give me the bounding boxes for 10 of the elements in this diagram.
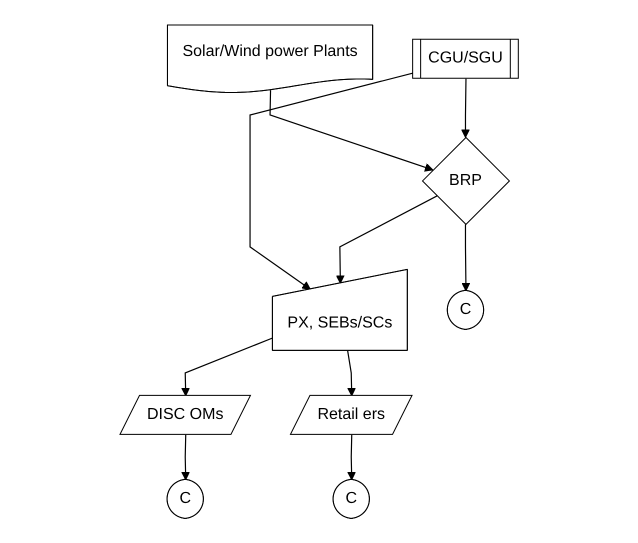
arrow <box>181 337 273 396</box>
arrow <box>249 72 414 290</box>
arrow <box>347 434 356 480</box>
arrow <box>346 350 356 396</box>
arrow <box>460 78 470 138</box>
arrow <box>181 434 190 480</box>
arrow <box>269 90 434 172</box>
node-diamond: BRP <box>422 136 510 225</box>
arrow <box>461 224 470 292</box>
arrow <box>336 195 438 284</box>
